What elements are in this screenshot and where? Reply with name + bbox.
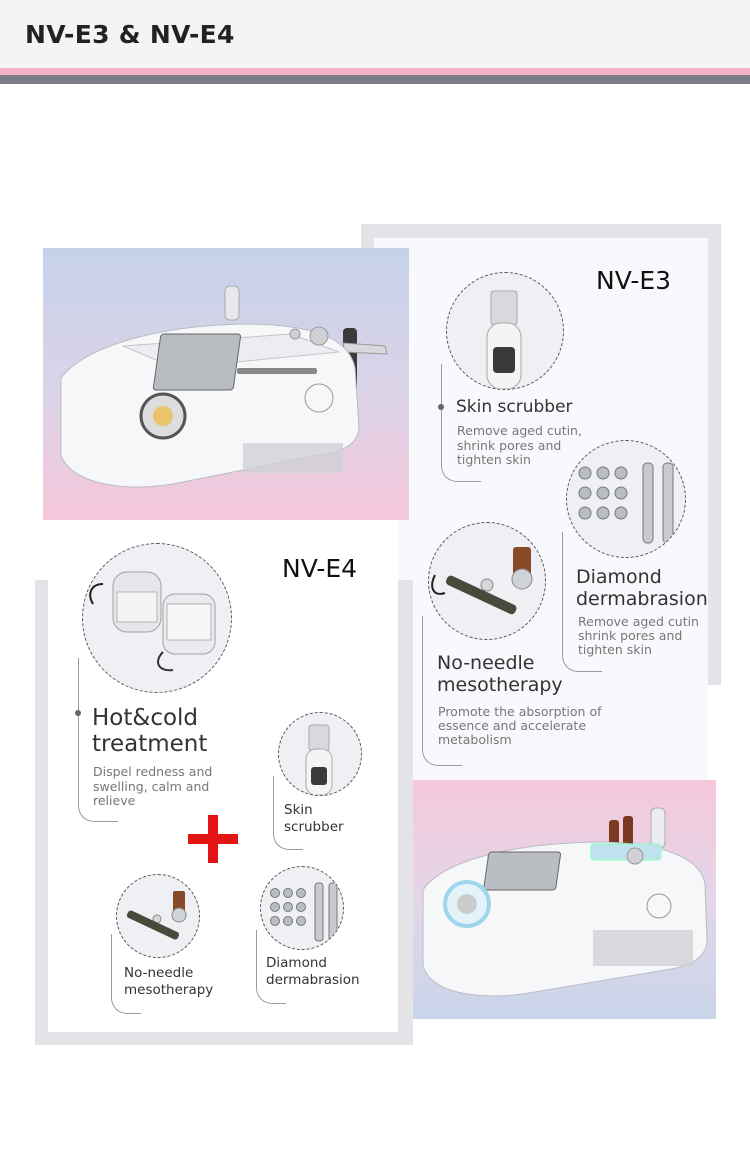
diamond-dermabrasion-desc: Remove aged cutin shrink pores and tight… [578,614,699,657]
hot-cold-title: Hot&cold treatment [92,705,208,757]
nv-e3-machine-photo [43,248,409,520]
page-header: NV-E3 & NV-E4 [0,0,750,70]
e4-mesotherapy-title: No-needle mesotherapy [124,965,214,998]
bullet-dot [75,710,81,716]
mesotherapy-bracket [422,616,462,766]
header-stripe-gray [0,75,750,84]
e4-diamond-dermabrasion-bracket [256,930,286,1004]
e4-skin-scrubber-title: Skin scrubber [284,802,344,835]
diamond-dermabrasion-image [566,440,686,558]
nv-e3-title: NV-E3 [596,266,672,295]
header-stripe-pink [0,68,750,75]
e4-skin-scrubber-bracket [273,776,303,850]
bullet-dot [438,404,444,410]
e4-diamond-dermabrasion-title: Diamond dermabrasion [266,955,360,988]
diamond-dermabrasion-title: Diamond dermabrasion [576,566,708,610]
mesotherapy-title: No-needle mesotherapy [437,652,563,696]
mesotherapy-desc: Promote the absorption of essence and ac… [438,704,602,747]
e4-diamond-dermabrasion-image [260,866,344,950]
skin-scrubber-title: Skin scrubber [456,397,573,417]
e4-mesotherapy-bracket [111,934,141,1014]
page-title: NV-E3 & NV-E4 [25,20,235,49]
nv-e4-title: NV-E4 [282,554,358,583]
skin-scrubber-bracket [441,364,481,482]
nv-e4-machine-photo [413,780,716,1019]
skin-scrubber-image [446,272,564,390]
hot-cold-desc: Dispel redness and swelling, calm and re… [93,764,213,808]
skin-scrubber-desc: Remove aged cutin, shrink pores and tigh… [457,423,582,467]
hot-cold-bracket [78,658,118,822]
diamond-dermabrasion-bracket [562,532,602,672]
